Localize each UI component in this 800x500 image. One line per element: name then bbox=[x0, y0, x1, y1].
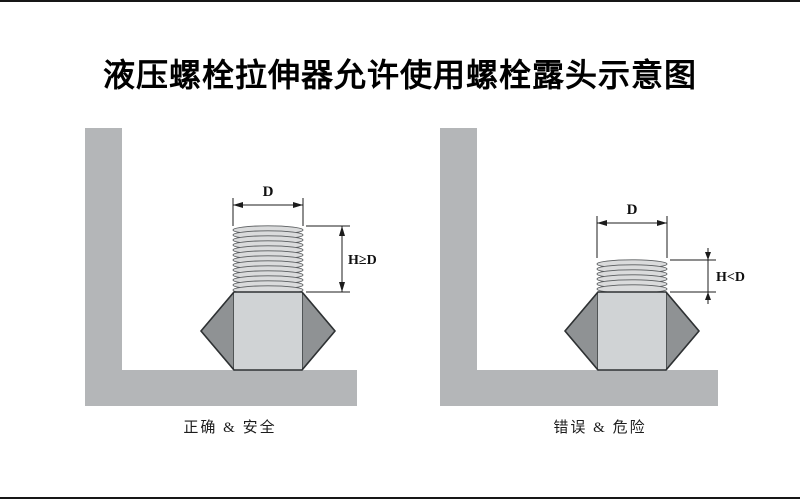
page-title: 液压螺栓拉伸器允许使用螺栓露头示意图 bbox=[102, 57, 697, 93]
left-bolt-threads bbox=[232, 225, 304, 295]
right-nut-right-facet bbox=[665, 291, 700, 371]
left-nut-right-facet bbox=[301, 291, 336, 371]
left-caption: 正确 & 安全 bbox=[183, 418, 276, 436]
right-dim-D: D bbox=[596, 202, 668, 258]
right-figure: D H<D 错误 & 危险 bbox=[440, 128, 745, 436]
right-bracket-structure bbox=[440, 128, 718, 406]
left-dim-D: D bbox=[232, 184, 304, 226]
left-dim-D-label: D bbox=[263, 184, 274, 200]
right-dim-H-label: H<D bbox=[716, 270, 745, 285]
right-nut bbox=[564, 291, 700, 371]
top-border-line bbox=[0, 0, 800, 2]
right-bolt-threads bbox=[596, 259, 668, 294]
right-nut-center-facet bbox=[598, 292, 666, 370]
left-dim-H: H≥D bbox=[306, 225, 377, 293]
left-nut-outline bbox=[200, 291, 336, 371]
right-dim-H: H<D bbox=[670, 248, 745, 304]
left-bracket-structure bbox=[85, 128, 357, 406]
left-dim-H-label: H≥D bbox=[348, 253, 377, 268]
right-nut-outline bbox=[564, 291, 700, 371]
left-nut bbox=[200, 291, 336, 371]
left-nut-left-facet bbox=[200, 291, 235, 371]
left-figure: D H≥D 正确 & 安全 bbox=[85, 128, 377, 436]
right-caption: 错误 & 危险 bbox=[553, 419, 646, 436]
right-dim-D-label: D bbox=[627, 202, 638, 218]
bottom-border-line bbox=[0, 497, 800, 499]
left-nut-center-facet bbox=[234, 292, 302, 370]
right-nut-left-facet bbox=[564, 291, 599, 371]
